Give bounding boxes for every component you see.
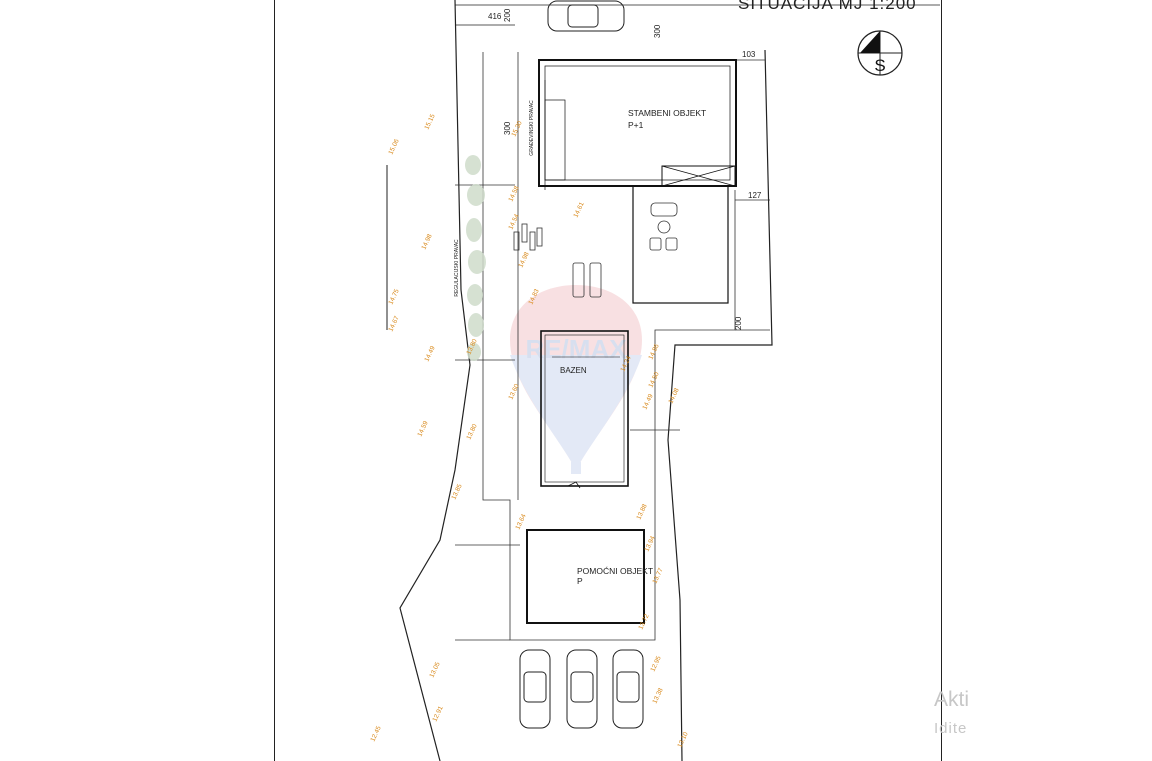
dim-top-left-depth: 200 [503, 8, 512, 22]
spot-elevation-label: 14.98 [517, 251, 530, 269]
dim-right-setback-top: 103 [742, 50, 756, 59]
balloon-lower [510, 355, 642, 470]
spot-elevation-label: 14.49 [641, 393, 654, 411]
activation-watermark-line1: Akti [934, 688, 970, 711]
bench-icon [521, 223, 528, 243]
spot-elevation-label: 14.75 [387, 288, 400, 306]
car-icon [547, 0, 625, 32]
bench-icon [536, 227, 543, 247]
balloon-basket [571, 462, 581, 474]
spot-elevation-label: 13.88 [635, 503, 648, 521]
spot-elevation-label: 14.61 [572, 201, 585, 219]
parcel-outline [399, 0, 940, 761]
compass-letter: S [874, 56, 885, 75]
spot-elevation-label: 13.77 [651, 567, 664, 585]
dimension-labels: 416 200 300 103 127 200 300 [488, 8, 762, 330]
spot-elevation-label: 14.86 [647, 343, 660, 361]
compass-pointer [860, 31, 880, 53]
dim-right-setback-mid: 127 [748, 191, 762, 200]
terrace-outline [632, 185, 729, 304]
bench-icon [513, 231, 520, 251]
terrace [632, 185, 729, 304]
dim-top-setback: 300 [653, 24, 662, 38]
activation-watermark-line2: Idite [934, 720, 968, 737]
spot-elevation-label: 13.80 [465, 423, 478, 441]
spot-elevation-label: 15.30 [510, 120, 523, 138]
spot-elevation-label: 14.67 [387, 315, 400, 333]
aux-building-floors: P [577, 576, 583, 586]
north-arrow-compass: S [857, 30, 903, 76]
spot-elevation-label: 14.50 [647, 371, 660, 389]
remax-logo-text: RE/MAX [525, 334, 627, 364]
aux-building-label: POMOĆNI OBJEKT [577, 566, 653, 576]
car-icon [612, 649, 644, 729]
regulation-line-label: REGULACIJSKI PRAVAC [454, 239, 460, 297]
car-icon [566, 649, 598, 729]
bench-icon [529, 231, 536, 251]
main-building-stair [544, 99, 566, 181]
spot-elevation-label: 13.60 [507, 383, 520, 401]
lounge-sofa-icon [650, 202, 678, 217]
remax-logo-watermark: RE/MAX [510, 285, 642, 474]
sheet-border-right [941, 0, 942, 761]
spot-elevation-label: 13.38 [651, 687, 664, 705]
spot-elevation-label: 12.95 [649, 655, 662, 673]
cars [519, 0, 644, 729]
main-building-label: STAMBENI OBJEKT [628, 108, 706, 118]
aux-building-outline [526, 529, 645, 624]
pool-outline [540, 330, 629, 487]
spot-elevation-label: 12.45 [369, 725, 382, 743]
parcel-east-boundary [667, 49, 773, 761]
spot-elevation-label: 14.98 [420, 233, 433, 251]
hedge-vegetation [465, 155, 486, 361]
paved-area-outline [482, 52, 736, 641]
spot-elevation-label: 13.05 [428, 661, 441, 679]
spot-elevation-label: 14.59 [416, 420, 429, 438]
sunbed-icon [572, 262, 585, 298]
sun-loungers [513, 223, 602, 298]
spot-elevation-label: 15.06 [387, 138, 400, 156]
drawing-title: SITUACIJA MJ 1:200 [738, 0, 917, 13]
spot-elevation-label: 14.49 [423, 345, 436, 363]
spot-elevation-label: 14.58 [507, 185, 520, 203]
sheet-border-left [274, 0, 275, 761]
sunbed-icon [589, 262, 602, 298]
lounge-chair-icon [665, 237, 678, 251]
spot-elevation-label: 13.64 [514, 513, 527, 531]
pool-label: BAZEN [560, 366, 587, 375]
pool: BAZEN [540, 330, 629, 489]
parcel-west-boundary [399, 0, 471, 761]
dim-mid-right-depth: 200 [734, 316, 743, 330]
car-icon [519, 649, 551, 729]
main-building-floors: P+1 [628, 120, 644, 130]
dim-top-left-width: 416 [488, 12, 502, 21]
spot-elevation-label: 12.91 [431, 705, 444, 723]
main-building: STAMBENI OBJEKT P+1 GRAĐEVINSKI PRAVAC [529, 59, 737, 187]
spot-elevation-label: 14.54 [507, 213, 520, 231]
spot-elevation-label: 15.15 [423, 113, 436, 131]
elevation-labels: 15.15 15.06 15.30 14.98 14.61 14.58 14.54 14.98… [369, 113, 689, 749]
spot-elevation-label: 13.85 [450, 483, 463, 501]
pool-ladder-icon [567, 481, 581, 489]
spot-elevation-label: 14.08 [667, 387, 680, 405]
lounge-chair-icon [649, 237, 662, 251]
lounge-table-icon [657, 220, 671, 234]
spot-elevation-label: 13.10 [676, 731, 689, 749]
spot-elevation-label: 13.72 [637, 613, 650, 631]
regulation-line-strip: REGULACIJSKI PRAVAC [386, 155, 486, 361]
building-line-label: GRAĐEVINSKI PRAVAC [529, 100, 535, 156]
aux-building: POMOĆNI OBJEKT P [526, 529, 653, 624]
dim-left-setback: 300 [503, 121, 512, 135]
